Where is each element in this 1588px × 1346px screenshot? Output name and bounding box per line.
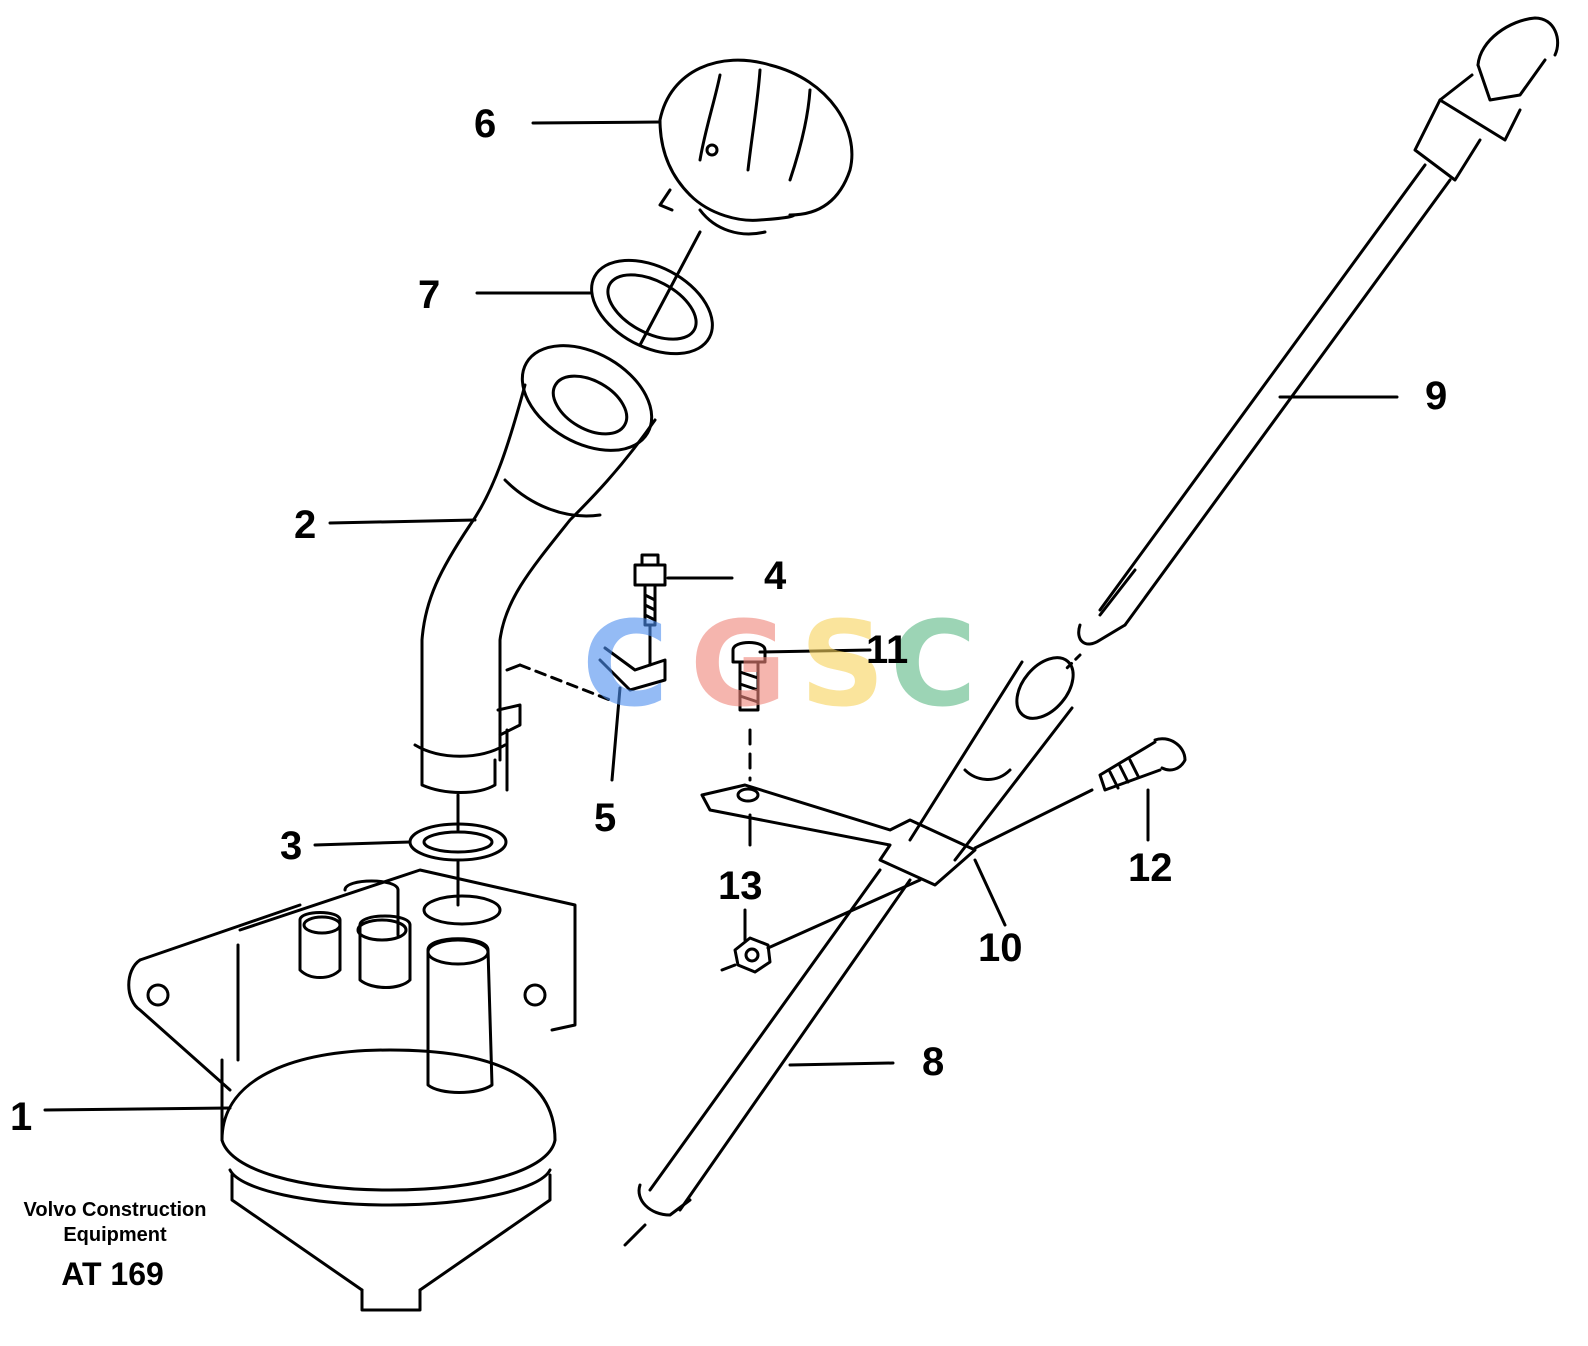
filler-tube-part [413,344,657,832]
bracket-part [700,783,977,887]
callout-12: 12 [1128,846,1173,890]
watermark-letter: C [582,595,669,733]
callout-11: 11 [866,628,909,672]
clip-part [598,646,667,782]
callout-10: 10 [978,926,1023,970]
dipstick-tube-part [623,656,1075,1247]
leader-lines [43,120,1399,1112]
dipstick-part [1063,16,1560,672]
callout-1: 1 [10,1095,33,1139]
bolt-part [633,553,667,667]
callout-8: 8 [922,1040,945,1084]
callout-2: 2 [294,503,317,547]
company-name-line1: Volvo Construction [23,1199,207,1221]
callout-13: 13 [718,864,763,908]
watermark-letter: C [890,595,977,733]
company-name-line2: Equipment [63,1224,167,1246]
filler-cap-part [638,58,854,347]
callout-4: 4 [764,554,787,598]
drawing-code: AT 169 [61,1256,164,1292]
watermark-letter: G [690,595,787,733]
callout-9: 9 [1425,374,1448,418]
nut-part [720,878,922,974]
bolt-part-11 [731,641,767,782]
callout-3: 3 [280,824,303,868]
bolt-part-12 [973,737,1187,850]
housing-part [127,868,577,1312]
small-gasket-part [408,822,508,907]
gasket-ring-part [590,258,714,356]
callout-6: 6 [474,102,497,146]
callout-7: 7 [418,273,441,317]
callout-5: 5 [594,796,617,840]
watermark-letter: S [800,595,885,733]
